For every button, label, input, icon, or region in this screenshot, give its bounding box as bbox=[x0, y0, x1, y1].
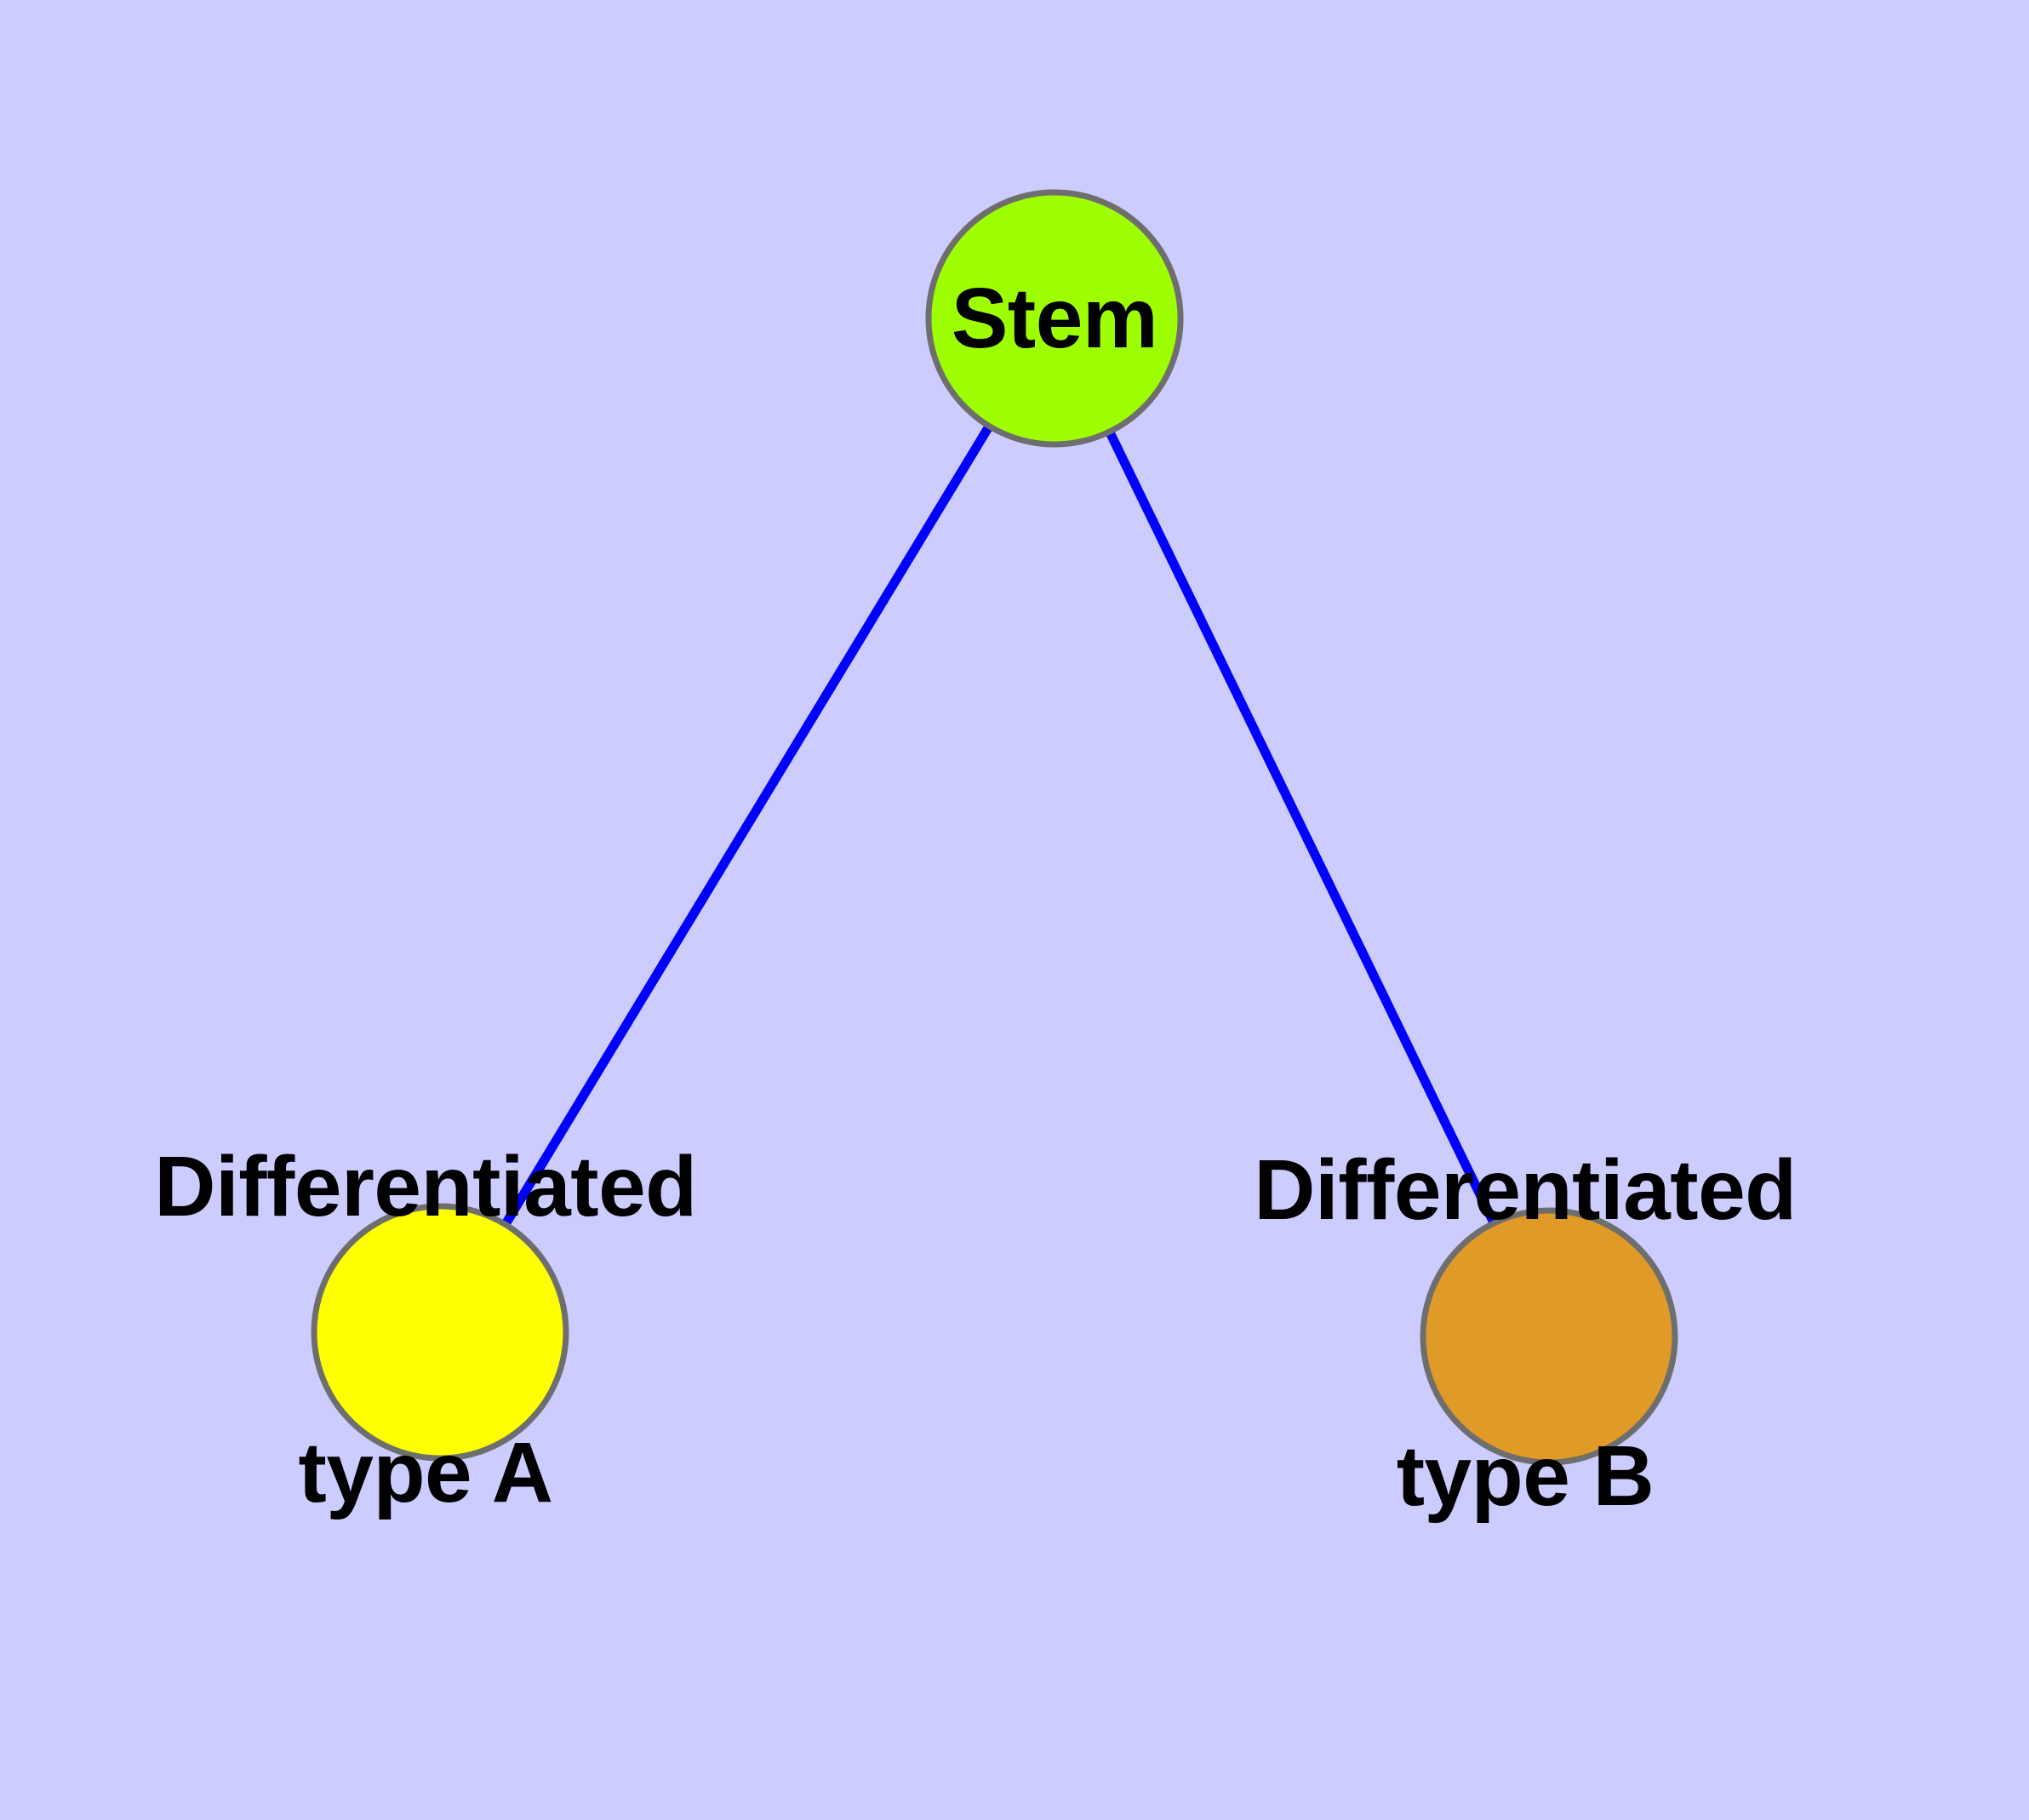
edge-stem-to-type-a[interactable] bbox=[436, 316, 1059, 1335]
node-differentiated-type-a[interactable] bbox=[311, 1203, 569, 1462]
node-differentiated-type-b[interactable] bbox=[1420, 1207, 1678, 1466]
edge-layer bbox=[436, 316, 1553, 1339]
node-stem[interactable] bbox=[925, 189, 1184, 448]
edge-stem-to-type-b[interactable] bbox=[1050, 316, 1553, 1339]
node-layer bbox=[311, 189, 1678, 1466]
